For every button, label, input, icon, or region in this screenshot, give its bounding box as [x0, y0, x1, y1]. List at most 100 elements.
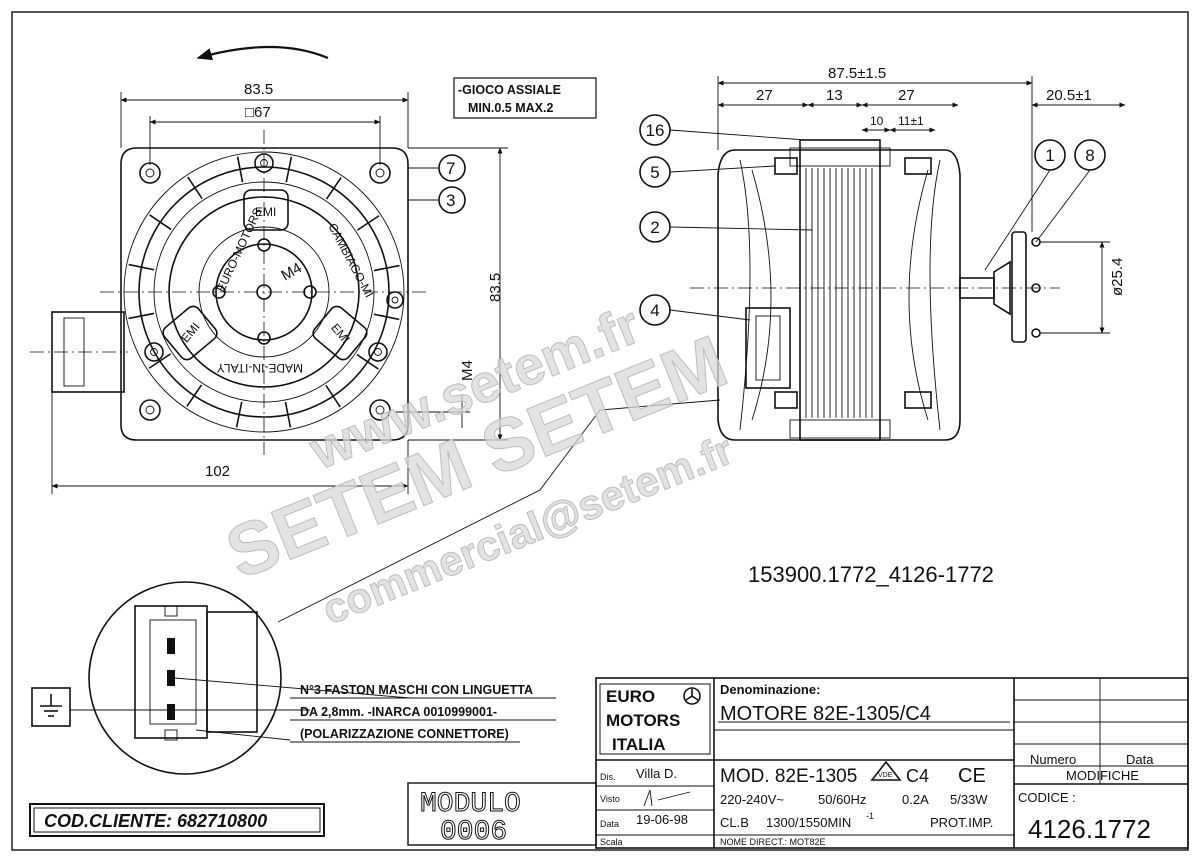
emi-badges: [162, 189, 368, 361]
ref-leader: [669, 129, 807, 141]
ce-mark: CE: [958, 765, 986, 787]
connector-detail: N°3 FASTON MASCHI CON LINGUETTA DA 2,8mm…: [31, 399, 721, 775]
rib: [186, 384, 203, 407]
dim-width-label: 83.5: [244, 81, 273, 98]
spec-class: CL.B: [720, 815, 749, 830]
codice-label: CODICE :: [1018, 790, 1076, 805]
rib: [187, 176, 203, 200]
logo-line3: ITALIA: [612, 735, 666, 754]
ref-balloon: [639, 211, 671, 243]
lamination-lines: [805, 168, 873, 418]
brand-ring-right: CAMBIAGO-MI: [325, 221, 376, 300]
codice-value: 4126.1772: [1028, 814, 1151, 844]
side-housing: [717, 149, 961, 441]
ref-leader: [669, 309, 751, 321]
ref-leader: [669, 226, 813, 231]
spec-current: 0.2A: [902, 792, 929, 807]
dis-label: Dis.: [600, 772, 616, 782]
rotation-arrow: [196, 45, 329, 61]
rib: [236, 156, 244, 183]
ref-5: 5: [650, 163, 659, 182]
front-connector: [30, 311, 128, 393]
stator-stack: [799, 139, 881, 441]
title-block: EURO MOTORS ITALIA Denominazione: MOTORE…: [595, 677, 1189, 849]
emi-label-left: EMI: [178, 320, 202, 345]
watermarks: www.setem.fr SETEM SETEM commercial@sete…: [214, 294, 739, 634]
ref-16: 16: [646, 121, 665, 140]
modulo-label: MODULO: [420, 789, 521, 820]
rib: [373, 313, 400, 321]
customer-code-box: [29, 803, 325, 837]
modifiche-label: MODIFICHE: [1066, 768, 1139, 783]
data-column-label: Data: [1126, 752, 1154, 767]
drawing-border: [11, 11, 1189, 851]
ref-7: 7: [446, 159, 455, 178]
emi-label-right: EMI: [328, 321, 352, 346]
drawing-code: 153900.1772_4126-1772: [748, 562, 994, 587]
connector-note-line1: N°3 FASTON MASCHI CON LINGUETTA: [300, 683, 533, 697]
numero-label: Numero: [1030, 752, 1076, 767]
vde-triangle: [870, 760, 902, 781]
ref-balloon: [639, 114, 671, 146]
ref-leader: [669, 165, 776, 173]
rib: [325, 177, 342, 200]
modulo-number: 0006: [440, 817, 507, 848]
dim-base-label: 102: [205, 463, 230, 480]
rib: [128, 263, 155, 271]
dim-shaft-label: 20.5±1: [1046, 87, 1092, 104]
dim-square-label: □67: [245, 104, 271, 121]
side-screws: [774, 157, 932, 409]
data-value: 19-06-98: [636, 812, 688, 827]
spec-voltage: 220-240V~: [720, 792, 784, 807]
ref-2: 2: [650, 218, 659, 237]
ref-balloon: [639, 294, 671, 326]
denominazione-value: MOTORE 82E-1305/C4: [720, 703, 931, 725]
brand-ring-bottom: MADE-IN-ITALY: [217, 361, 303, 375]
front-flange: [120, 147, 409, 441]
rib: [284, 401, 292, 428]
dis-value: Villa D.: [636, 766, 677, 781]
dim-height-label: 83.5: [487, 273, 504, 302]
dim-10-label: 10: [870, 114, 884, 128]
logo-line2: MOTORS: [606, 711, 680, 730]
ref-balloon: [639, 156, 671, 188]
spec-speed: 1300/1550MIN: [766, 815, 851, 830]
thread-label: M4: [278, 259, 305, 284]
dim-11-label: 11±1: [898, 114, 924, 128]
vde-label: VDE: [878, 772, 893, 779]
scala-label: Scala: [600, 837, 623, 847]
cooling-ribs: [128, 156, 400, 428]
dim-27a-label: 27: [756, 87, 773, 104]
dim-thread-label: M4: [459, 360, 476, 381]
dim-27b-label: 27: [898, 87, 915, 104]
side-connector: [745, 307, 791, 389]
visto-label: Visto: [600, 794, 620, 804]
ref-1: 1: [1045, 146, 1054, 165]
rib: [356, 353, 379, 370]
fan-icon: [683, 687, 701, 705]
ref-3: 3: [446, 191, 455, 210]
emi-label-top: EMI: [255, 205, 276, 219]
side-refs: 16 5 2 4 1 8: [639, 114, 1106, 326]
ref-balloon: [1074, 139, 1106, 171]
rib: [373, 264, 400, 272]
rib: [149, 214, 172, 231]
ref-8: 8: [1085, 146, 1094, 165]
ref-4: 4: [650, 301, 659, 320]
rib: [325, 384, 341, 408]
rib: [285, 156, 293, 183]
c4-label: C4: [906, 766, 929, 786]
ground-symbol-box: [31, 687, 71, 727]
nome-direct: NOME DIRECT.: MOT82E: [720, 837, 826, 847]
spec-protection: PROT.IMP.: [930, 815, 993, 830]
signature: [643, 789, 691, 807]
spec-frequency: 50/60Hz: [818, 792, 866, 807]
side-view: 87.5±1.5 27 13 27 20.5±1 10 11±1 ø25.4 1…: [639, 65, 1126, 441]
dim-diam-label: ø25.4: [1109, 258, 1126, 296]
logo-line1: EURO: [606, 687, 655, 706]
hub: [993, 260, 1011, 316]
rib: [356, 215, 380, 231]
axial-play-line2: MIN.0.5 MAX.2: [468, 101, 553, 115]
model-label: MOD. 82E-1305: [720, 766, 857, 787]
